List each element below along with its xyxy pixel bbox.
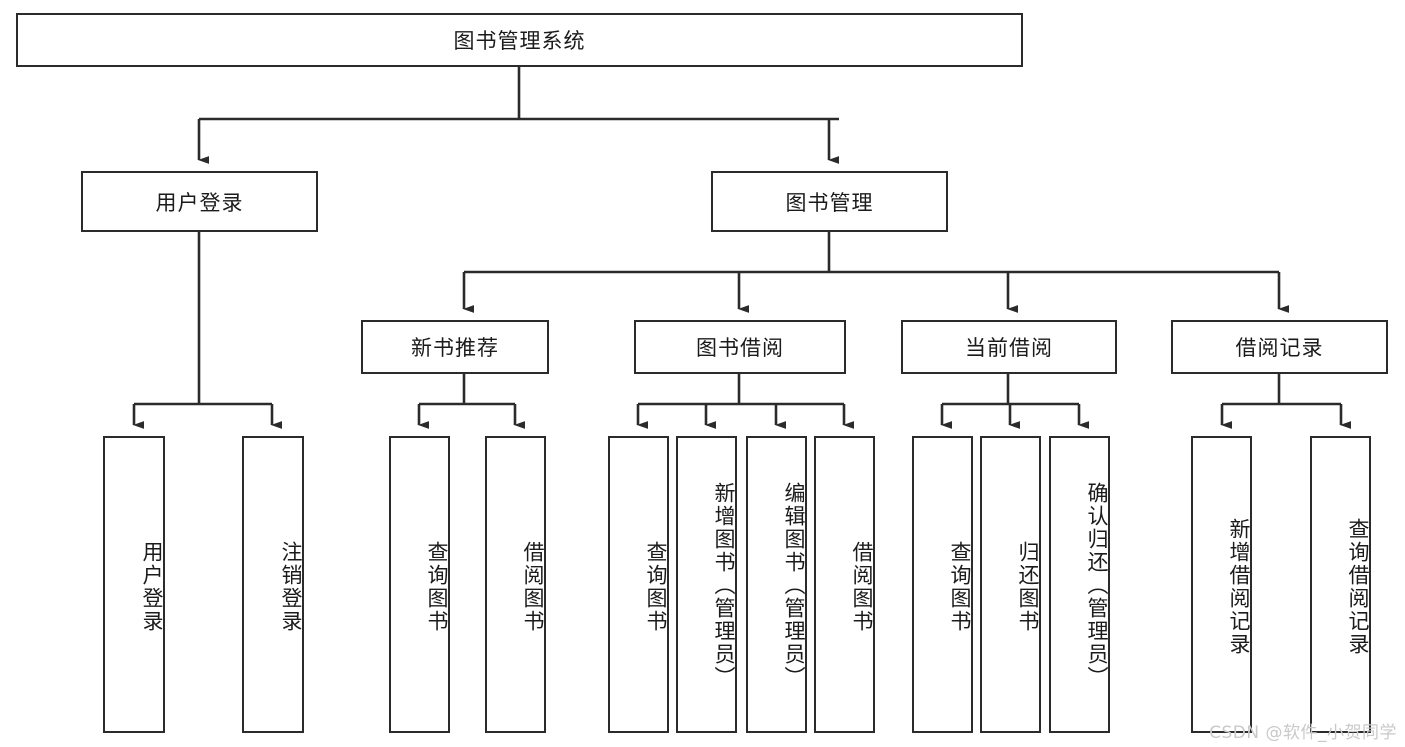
node-book-management[interactable]: 图书管理	[711, 171, 948, 232]
node-leaf-query-book-1[interactable]: 查询图书	[389, 436, 450, 733]
node-leaf-borrow-book-1[interactable]: 借阅图书	[485, 436, 546, 733]
node-leaf-edit-book-label: 编辑图书（管理员）	[782, 482, 806, 689]
node-leaf-query-book-3[interactable]: 查询图书	[912, 436, 973, 733]
node-leaf-user-login[interactable]: 用户登录	[103, 436, 165, 733]
node-leaf-user-login-label: 用户登录	[140, 540, 164, 633]
node-book-borrow[interactable]: 图书借阅	[634, 320, 846, 374]
node-borrow-record[interactable]: 借阅记录	[1171, 320, 1388, 374]
node-leaf-confirm-return[interactable]: 确认归还（管理员）	[1049, 436, 1110, 733]
node-leaf-add-record-label: 新增借阅记录	[1227, 517, 1251, 656]
node-root-label: 图书管理系统	[453, 29, 586, 53]
node-current-borrow[interactable]: 当前借阅	[901, 320, 1117, 374]
node-leaf-borrow-book-2[interactable]: 借阅图书	[814, 436, 875, 733]
node-leaf-query-book-3-label: 查询图书	[948, 540, 972, 633]
node-leaf-query-book-2[interactable]: 查询图书	[608, 436, 669, 733]
node-new-book-recommend[interactable]: 新书推荐	[361, 320, 549, 374]
node-leaf-user-logout[interactable]: 注销登录	[242, 436, 304, 733]
csdn-watermark: CSDN @软件_小贺同学	[1209, 723, 1397, 743]
node-leaf-return-book[interactable]: 归还图书	[980, 436, 1041, 733]
node-book-borrow-label: 图书借阅	[696, 336, 784, 360]
node-leaf-query-record-label: 查询借阅记录	[1346, 517, 1370, 656]
node-user-login-label: 用户登录	[155, 190, 244, 215]
node-current-borrow-label: 当前借阅	[965, 336, 1053, 360]
node-leaf-query-book-2-label: 查询图书	[644, 540, 668, 633]
node-borrow-record-label: 借阅记录	[1235, 336, 1324, 360]
node-leaf-user-logout-label: 注销登录	[279, 540, 303, 633]
node-leaf-confirm-return-label: 确认归还（管理员）	[1085, 482, 1109, 689]
node-new-book-recommend-label: 新书推荐	[411, 336, 499, 360]
node-leaf-borrow-book-2-label: 借阅图书	[850, 540, 874, 633]
node-root[interactable]: 图书管理系统	[16, 13, 1023, 67]
node-leaf-query-record[interactable]: 查询借阅记录	[1310, 436, 1371, 733]
node-book-management-label: 图书管理	[785, 190, 874, 215]
node-leaf-borrow-book-1-label: 借阅图书	[521, 540, 545, 633]
node-leaf-query-book-1-label: 查询图书	[425, 540, 449, 633]
node-leaf-add-record[interactable]: 新增借阅记录	[1191, 436, 1252, 733]
node-leaf-edit-book[interactable]: 编辑图书（管理员）	[746, 436, 807, 733]
node-leaf-return-book-label: 归还图书	[1016, 540, 1040, 633]
node-leaf-add-book[interactable]: 新增图书（管理员）	[676, 436, 737, 733]
node-user-login[interactable]: 用户登录	[81, 171, 318, 232]
node-leaf-add-book-label: 新增图书（管理员）	[712, 482, 736, 689]
